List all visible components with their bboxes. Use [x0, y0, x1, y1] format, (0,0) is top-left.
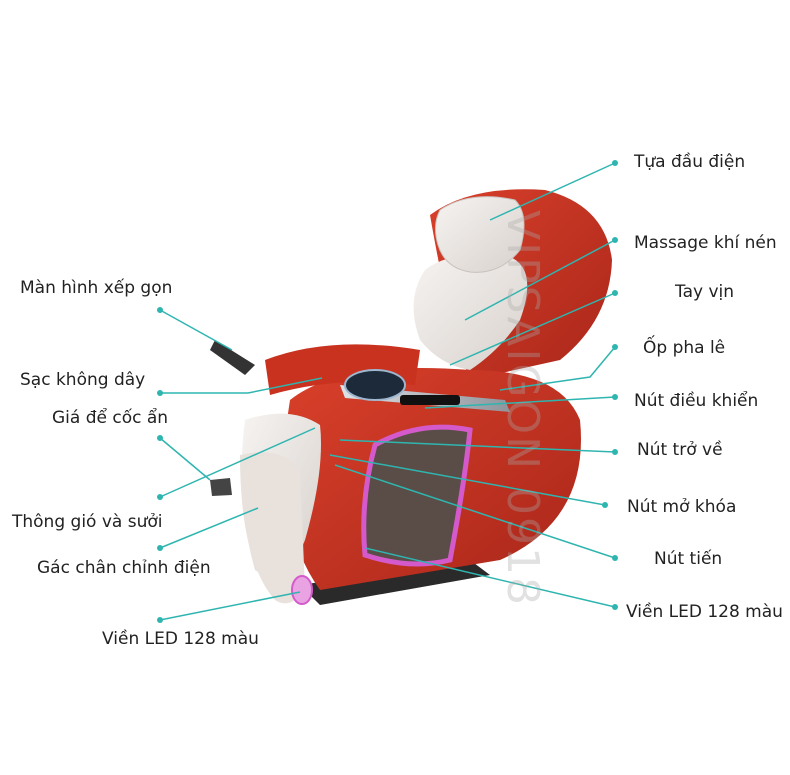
label-wireless-charger: Sạc không dây: [20, 370, 146, 390]
crystal-trim: [344, 369, 406, 401]
control-panel: [400, 395, 460, 405]
label-folding-screen: Màn hình xếp gọn: [20, 278, 173, 298]
legrest: [240, 452, 305, 604]
headrest: [434, 196, 525, 273]
folding-screen: [210, 340, 255, 375]
leader-dots: [157, 160, 618, 623]
leader-lines: [159, 162, 616, 621]
label-crystal: Ốp pha lê: [643, 338, 726, 358]
label-headrest: Tựa đầu điện: [634, 152, 746, 172]
backrest-cushion: [413, 254, 528, 370]
cup-holder: [210, 478, 232, 496]
label-armrest: Tay vịn: [675, 282, 735, 302]
label-return-button: Nút trở về: [637, 440, 723, 460]
led-panel: [361, 424, 473, 567]
label-massage: Massage khí nén: [634, 233, 777, 253]
label-forward-button: Nút tiến: [654, 549, 723, 569]
label-cup-holder: Giá để cốc ẩn: [52, 408, 169, 428]
label-ventilation: Thông gió và sưởi: [12, 512, 163, 532]
seat-base: [300, 560, 490, 605]
label-control-button: Nút điều khiển: [634, 391, 759, 411]
label-led-left: Viền LED 128 màu: [102, 629, 259, 649]
watermark-text: VIPSAIGON 0918: [497, 210, 548, 608]
label-unlock-button: Nút mở khóa: [627, 497, 737, 517]
led-ring: [291, 575, 313, 605]
label-led-right: Viền LED 128 màu: [626, 602, 783, 622]
label-legrest: Gác chân chỉnh điện: [37, 558, 211, 578]
